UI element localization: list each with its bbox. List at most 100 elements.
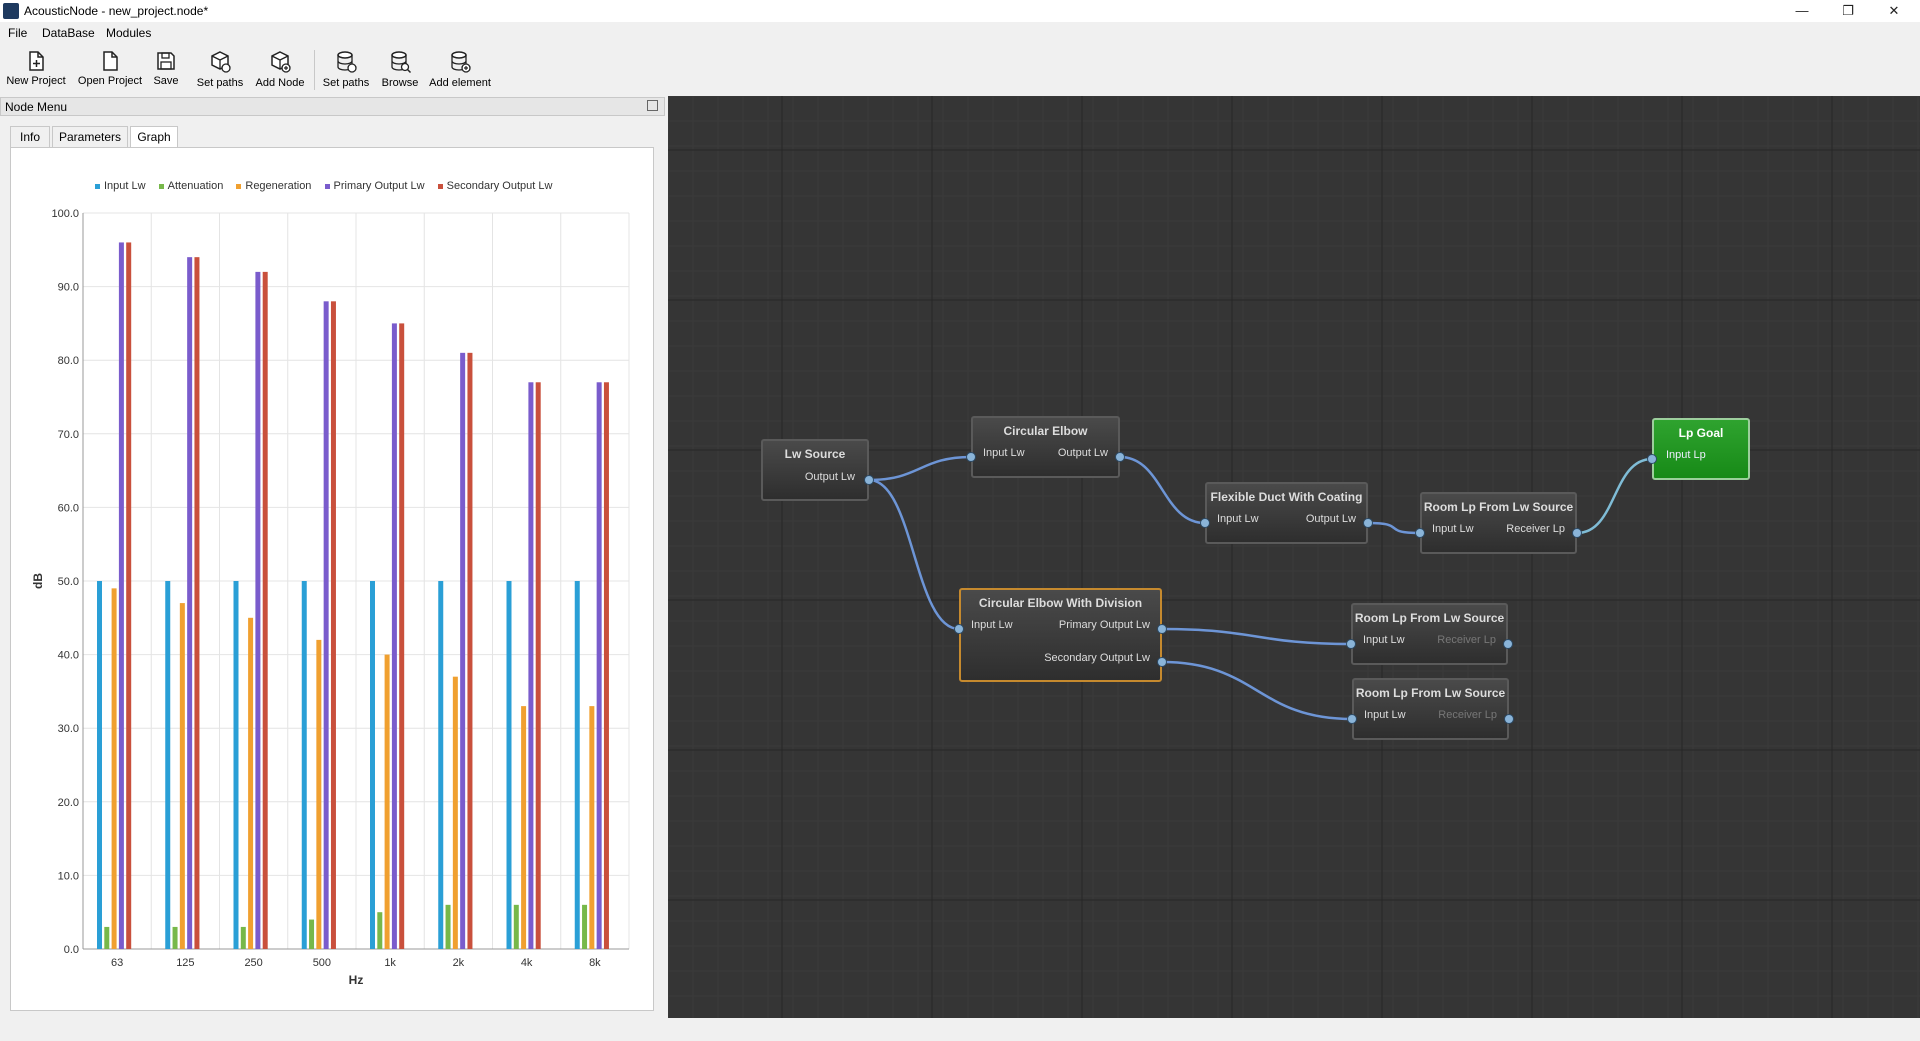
bar — [165, 581, 171, 949]
node-lw-source[interactable]: Lw Source Output Lw — [761, 439, 869, 501]
dock-float-icon[interactable] — [647, 100, 658, 111]
output-port[interactable] — [1503, 639, 1513, 649]
y-tick-label: 60.0 — [58, 502, 79, 514]
y-tick-label: 20.0 — [58, 797, 79, 809]
node-title: Room Lp From Lw Source — [1354, 611, 1505, 625]
node-flexible-duct[interactable]: Flexible Duct With Coating Input Lw Outp… — [1205, 482, 1368, 544]
close-button[interactable]: ✕ — [1888, 3, 1900, 18]
bar — [521, 706, 527, 949]
minimize-button[interactable]: — — [1795, 3, 1809, 18]
bar — [179, 603, 185, 949]
input-port[interactable] — [1415, 528, 1425, 538]
set-paths-label: Set paths — [196, 77, 244, 89]
menu-modules[interactable]: Modules — [106, 26, 152, 40]
add-node-button[interactable]: Add Node — [254, 48, 306, 94]
save-button[interactable]: Save — [150, 48, 182, 94]
bar — [97, 581, 102, 949]
input-port[interactable] — [1347, 714, 1357, 724]
connection-wire — [1161, 627, 1352, 646]
bar — [301, 581, 307, 949]
output-port[interactable] — [1572, 528, 1582, 538]
node-title: Circular Elbow — [1003, 424, 1088, 438]
bar — [248, 617, 254, 949]
input-port[interactable] — [954, 624, 964, 634]
tab-parameters[interactable]: Parameters — [52, 126, 128, 148]
port-label: Output Lw — [1057, 447, 1108, 459]
output-port[interactable] — [1115, 452, 1125, 462]
bar — [399, 323, 405, 949]
y-axis-label: dB — [31, 573, 45, 589]
input-port[interactable] — [1647, 454, 1657, 464]
chart-legend: Input Lw Attenuation Regeneration Primar… — [95, 180, 562, 192]
bar — [104, 926, 110, 949]
output-port[interactable] — [1363, 518, 1373, 528]
port-label: Input Lw — [971, 619, 1013, 631]
y-tick-label: 40.0 — [58, 650, 79, 662]
input-port[interactable] — [966, 452, 976, 462]
node-menu-title: Node Menu — [5, 100, 68, 114]
x-tick-label: 125 — [176, 957, 194, 969]
input-port[interactable] — [1200, 518, 1210, 528]
bar — [391, 323, 397, 949]
bar — [255, 271, 261, 949]
bar — [438, 581, 444, 949]
input-port[interactable] — [1346, 639, 1356, 649]
legend-item: Regeneration — [236, 180, 311, 192]
node-editor-canvas[interactable]: Lw Source Output Lw Circular Elbow Input… — [668, 96, 1920, 1018]
legend-swatch — [158, 183, 164, 189]
node-room-lp-3[interactable]: Room Lp From Lw Source Input Lw Receiver… — [1352, 678, 1509, 740]
node-title: Room Lp From Lw Source — [1355, 686, 1506, 700]
x-tick-label: 8k — [589, 957, 601, 969]
set-paths-db-label: Set paths — [322, 77, 370, 89]
connection-wire — [1119, 455, 1206, 525]
title-bar: AcousticNode - new_project.node* — ❐ ✕ — [0, 0, 1920, 22]
port-label: Receiver Lp — [1438, 709, 1497, 721]
set-paths-db-button[interactable]: Set paths — [320, 48, 372, 94]
output-port[interactable] — [1504, 714, 1514, 724]
y-tick-label: 90.0 — [58, 282, 79, 294]
bar — [172, 926, 178, 949]
menu-file[interactable]: File — [8, 26, 28, 40]
menu-database[interactable]: DataBase — [42, 26, 95, 40]
add-element-button[interactable]: Add element — [428, 48, 492, 94]
bar — [513, 904, 519, 949]
x-tick-label: 500 — [313, 957, 331, 969]
node-circular-elbow-division[interactable]: Circular Elbow With Division Input Lw Pr… — [959, 588, 1162, 682]
node-lp-goal[interactable]: Lp Goal Input Lp — [1652, 418, 1750, 480]
node-room-lp-2[interactable]: Room Lp From Lw Source Input Lw Receiver… — [1351, 603, 1508, 665]
bar — [377, 912, 383, 949]
bar — [445, 904, 451, 949]
y-tick-label: 10.0 — [58, 870, 79, 882]
legend-swatch — [437, 183, 443, 189]
legend-swatch — [324, 183, 330, 189]
set-paths-button[interactable]: Set paths — [194, 48, 246, 94]
y-tick-label: 30.0 — [58, 723, 79, 735]
port-label: Output Lw — [1305, 513, 1356, 525]
port-label: Receiver Lp — [1437, 634, 1496, 646]
new-project-button[interactable]: New Project — [4, 48, 68, 94]
bar — [506, 581, 512, 949]
bar — [460, 352, 466, 950]
node-circular-elbow[interactable]: Circular Elbow Input Lw Output Lw — [971, 416, 1120, 478]
maximize-button[interactable]: ❐ — [1842, 3, 1854, 18]
port-label: Input Lw — [1217, 513, 1259, 525]
save-icon — [157, 52, 175, 70]
open-project-button[interactable]: Open Project — [76, 48, 144, 94]
legend-item: Input Lw — [95, 180, 146, 192]
port-label: Primary Output Lw — [1058, 619, 1150, 631]
output-port[interactable] — [864, 475, 874, 485]
bar — [370, 581, 375, 949]
output-port[interactable] — [1157, 657, 1167, 667]
connection-wire — [1576, 457, 1653, 535]
legend-item: Attenuation — [158, 180, 223, 192]
tab-info[interactable]: Info — [10, 126, 50, 148]
legend-label: Input Lw — [104, 180, 146, 192]
browse-button[interactable]: Browse — [378, 48, 422, 94]
node-room-lp-1[interactable]: Room Lp From Lw Source Input Lw Receiver… — [1420, 492, 1577, 554]
bar — [187, 257, 193, 949]
bar — [233, 581, 239, 949]
tab-graph[interactable]: Graph — [130, 126, 178, 149]
bar — [194, 257, 200, 949]
y-tick-label: 50.0 — [58, 576, 79, 588]
output-port[interactable] — [1157, 624, 1167, 634]
